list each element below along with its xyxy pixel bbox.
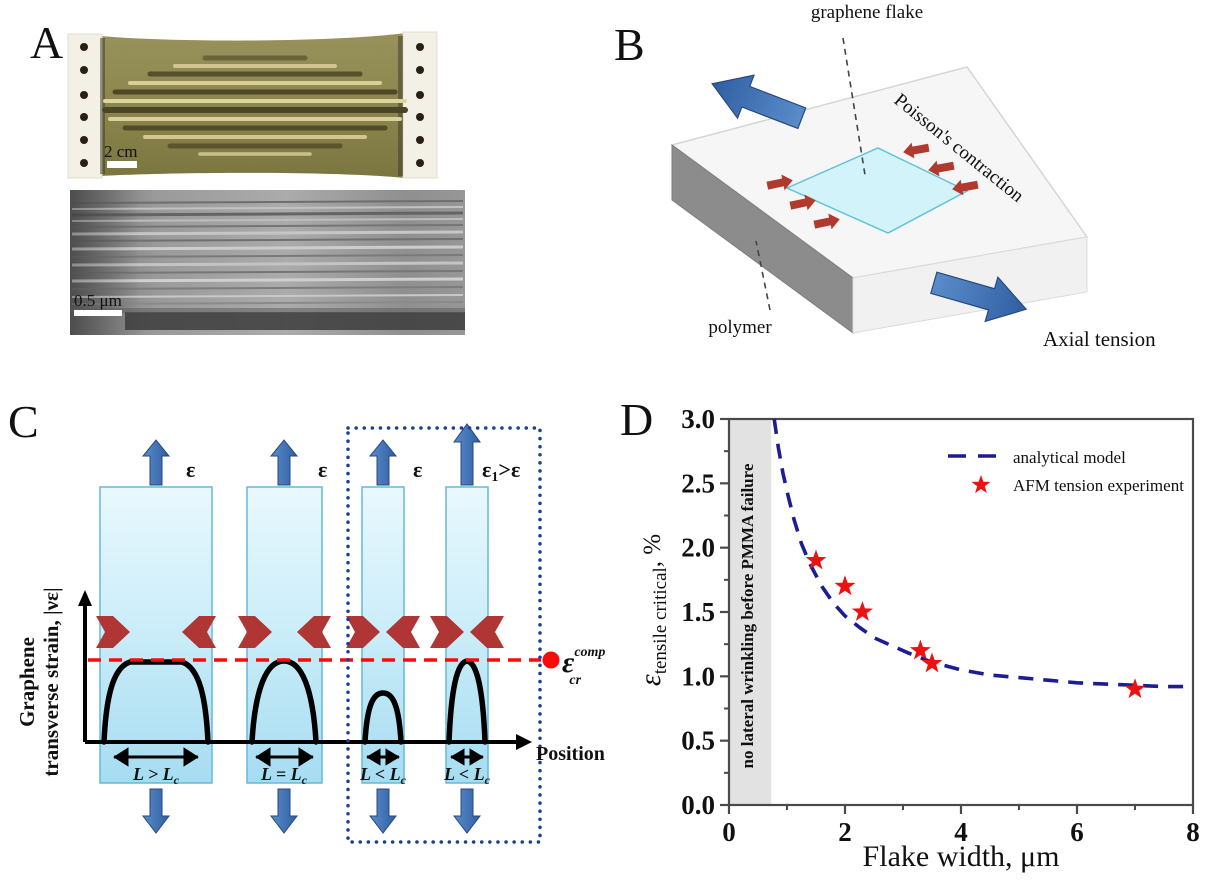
c-ylabel-line1: Graphene (15, 637, 39, 727)
c-xaxis-arrowhead (516, 734, 532, 750)
specimen-body (100, 33, 405, 178)
strain-label-3: ε (413, 457, 422, 482)
x-tick-label: 0 (722, 817, 736, 847)
up-arrow-3-icon (368, 439, 398, 486)
sem-bottom-band (125, 312, 465, 330)
polymer-label: polymer (708, 317, 772, 338)
scale-bar-top-label: 2 cm (104, 142, 138, 161)
panel-d: D 0 2 4 6 8 0.0 0.5 1.0 1.5 2.0 2.5 3.0 no lateral … (620, 394, 1200, 873)
specimen-right-tab (402, 31, 438, 179)
panel-b-label: B (614, 19, 645, 70)
analytical-model-curve (772, 418, 1193, 689)
data-star-marker (851, 601, 873, 621)
panel-a-label: A (30, 17, 63, 68)
sem-micrograph: 0.5 μm (70, 190, 465, 335)
down-arrow-1-icon (141, 788, 171, 834)
c-xlabel: Position (536, 743, 605, 765)
y-tick-label: 1.0 (681, 661, 715, 691)
y-tick-label: 1.5 (681, 597, 715, 627)
specimen-left-tab (67, 33, 103, 179)
length-label-4: L < Lc (443, 764, 491, 787)
poisson-arrows-right (903, 142, 979, 196)
graphene-flake (785, 147, 969, 234)
tension-arrow-upper-icon (711, 74, 807, 130)
sem-bottom-edge (70, 308, 465, 313)
strain-label-4: ε1>ε (482, 457, 520, 485)
up-arrow-2-icon (269, 439, 299, 486)
up-arrow-1-icon (141, 439, 171, 486)
scale-bar-bottom (74, 310, 122, 316)
panel-c-label: C (8, 396, 39, 447)
c-axes (83, 600, 518, 744)
axis-ticks: 0 2 4 6 8 0.0 0.5 1.0 1.5 2.0 2.5 3.0 (681, 404, 1200, 847)
poisson-arrows-left (766, 174, 840, 230)
panel-b: B graphene flake polymer Poisson's contr… (614, 2, 1156, 351)
down-arrow-4-icon (452, 788, 482, 834)
x-tick-label: 6 (1070, 817, 1084, 847)
y-tick-label: 0.0 (681, 790, 715, 820)
panel-c: C ε ε ε ε1>ε (8, 396, 605, 844)
data-star-marker (921, 652, 943, 673)
strain-profile-3 (362, 690, 404, 745)
data-star-marker (909, 639, 931, 660)
strain-label-1: ε (186, 457, 195, 482)
x-tick-label: 2 (838, 817, 852, 847)
c-ylabel-line2: transverse strain, |νε| (39, 587, 63, 776)
specimen-left-seam (100, 38, 105, 174)
y-tick-label: 0.5 (681, 726, 715, 756)
band-annotation: no lateral wrinkling before PMMA failure (738, 463, 757, 768)
legend-star (971, 475, 991, 494)
wrinkle-stripes (102, 55, 408, 156)
d-xlabel: Flake width, μm (863, 840, 1060, 873)
legend: analytical model AFM tension experiment (948, 448, 1184, 495)
length-label-2: L = Lc (260, 764, 308, 787)
y-tick-label: 3.0 (681, 404, 715, 434)
c-yaxis-arrowhead (78, 590, 92, 606)
grip-holes-left (80, 43, 88, 167)
compression-arrows (96, 616, 504, 648)
strain-label-2: ε (318, 457, 327, 482)
width-arrows (113, 747, 484, 767)
specimen-photo: 2 cm (67, 31, 438, 179)
legend-star-icon (971, 475, 991, 494)
legend-label-experiment: AFM tension experiment (1013, 476, 1184, 495)
legend-label-model: analytical model (1013, 448, 1126, 467)
flake-strips (99, 486, 489, 784)
axial-tension-label: Axial tension (1043, 327, 1156, 351)
panel-a: A (30, 17, 465, 335)
flake-pointer-line (842, 37, 866, 176)
d-ylabel: εtensile critical, % (634, 534, 671, 686)
data-star-marker (1124, 678, 1146, 699)
data-star-marker (805, 549, 827, 570)
tension-arrows-down (141, 788, 482, 834)
data-star-marker (834, 575, 856, 596)
length-label-3: L < Lc (359, 764, 407, 787)
down-arrow-3-icon (368, 788, 398, 834)
up-arrow-4-icon (453, 423, 481, 486)
polymer-pointer-line (755, 240, 771, 311)
panel-d-label: D (620, 394, 653, 445)
no-wrinkling-band (730, 420, 772, 804)
y-tick-label: 2.5 (681, 468, 715, 498)
tension-arrow-lower-icon (930, 271, 1028, 323)
y-tick-label: 2.0 (681, 533, 715, 563)
grip-holes-right (416, 43, 424, 167)
no-wrinkling-band-rect (730, 420, 772, 804)
specimen-right-seam (398, 36, 403, 176)
tension-arrows-up (141, 423, 481, 486)
down-arrow-2-icon (269, 788, 299, 834)
length-label-1: L > Lc (132, 764, 180, 787)
scale-bar-top (107, 161, 137, 168)
x-tick-label: 4 (954, 817, 968, 847)
dotted-selection-box (346, 426, 542, 844)
scale-bar-bottom-label: 0.5 μm (74, 291, 122, 310)
critical-strain-dot (542, 651, 560, 669)
plot-series (772, 418, 1193, 699)
x-tick-label: 8 (1186, 817, 1200, 847)
graphene-flake-label: graphene flake (811, 2, 923, 23)
strain-profile-1 (101, 659, 211, 745)
